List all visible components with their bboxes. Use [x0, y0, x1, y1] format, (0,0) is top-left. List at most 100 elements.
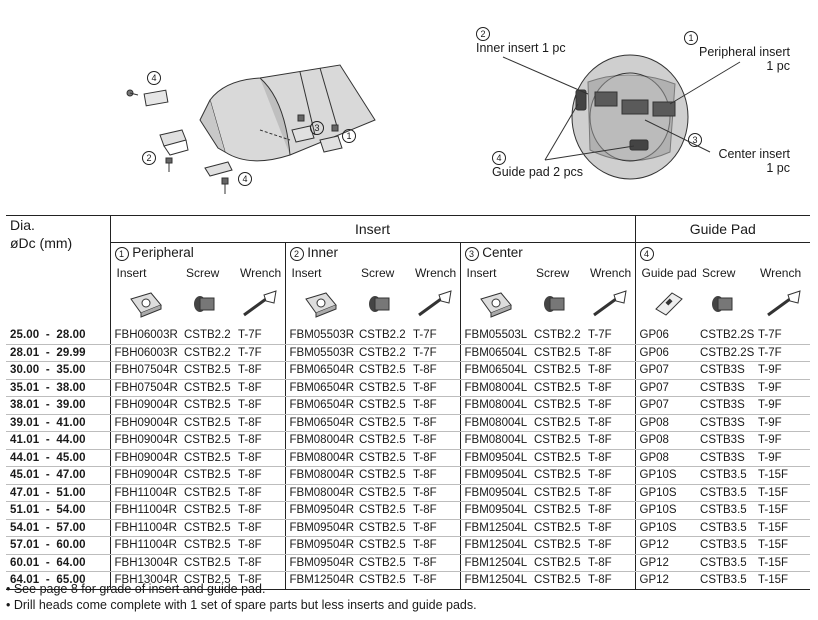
- table-cell: FBM05503R: [284, 327, 355, 345]
- insert-icon: [284, 283, 355, 327]
- table-cell: CSTB3.5: [696, 536, 755, 555]
- table-cell: FBH11004R: [109, 501, 180, 520]
- table-cell: FBM09504R: [284, 536, 355, 555]
- callout-4-top: 4: [147, 70, 161, 85]
- table-cell: T-7F: [409, 327, 460, 345]
- table-cell: CSTB2.2: [180, 344, 234, 362]
- table-cell: CSTB3S: [696, 431, 755, 450]
- table-cell: T-7F: [754, 344, 811, 362]
- table-cell: T-8F: [409, 571, 460, 590]
- table-cell: CSTB3.5: [696, 519, 755, 537]
- diameter-range-cell: 51.01 - 54.00: [6, 501, 110, 520]
- table-cell: T-9F: [754, 361, 811, 380]
- diameter-range-cell: 60.01 - 64.00: [6, 554, 110, 572]
- table-cell: FBH11004R: [109, 536, 180, 555]
- table-cell: T-15F: [754, 466, 811, 485]
- table-cell: T-8F: [234, 519, 285, 537]
- table-cell: FBH09004R: [109, 449, 180, 467]
- table-cell: CSTB2.5: [355, 414, 409, 432]
- table-cell: FBH13004R: [109, 571, 180, 590]
- table-cell: FBM12504L: [459, 519, 530, 537]
- table-cell: GP07: [634, 396, 697, 415]
- table-cell: T-8F: [234, 536, 285, 555]
- group-center: 3 Center: [459, 242, 636, 263]
- table-cell: FBH07504R: [109, 361, 180, 380]
- drill-head-exploded-drawing: [126, 64, 376, 194]
- diameter-range-cell: 45.01 - 47.00: [6, 466, 110, 485]
- table-cell: T-8F: [409, 466, 460, 485]
- table-cell: T-15F: [754, 484, 811, 502]
- table-cell: T-8F: [234, 361, 285, 380]
- diameter-range-cell: 41.01 - 44.00: [6, 431, 110, 450]
- callout-4-bottom: 4: [238, 171, 252, 186]
- table-cell: GP10S: [634, 519, 697, 537]
- sub-header: Screw: [361, 266, 395, 280]
- sub-header: Insert: [459, 263, 530, 283]
- table-cell: FBM12504L: [459, 536, 530, 555]
- footnotes: • See page 8 for grade of insert and gui…: [6, 581, 477, 613]
- callout-center-insert: 3 Center insert 1 pc: [685, 132, 790, 175]
- table-cell: CSTB2.5: [180, 536, 234, 555]
- table-cell: T-8F: [234, 484, 285, 502]
- table-cell: FBM06504R: [284, 361, 355, 380]
- table-cell: CSTB3S: [696, 361, 755, 380]
- table-cell: CSTB2.5: [355, 361, 409, 380]
- table-cell: T-8F: [409, 449, 460, 467]
- insert-header: Insert: [109, 215, 636, 243]
- table-cell: CSTB2.5: [530, 344, 584, 362]
- table-cell: FBM06504R: [284, 379, 355, 397]
- table-cell: T-8F: [409, 431, 460, 450]
- table-cell: CSTB2.5: [530, 571, 584, 590]
- table-cell: CSTB3S: [696, 379, 755, 397]
- diameter-range-cell: 25.00 - 28.00: [6, 327, 110, 345]
- table-cell: T-8F: [234, 379, 285, 397]
- table-cell: FBM08004L: [459, 396, 530, 415]
- table-cell: CSTB2.5: [180, 396, 234, 415]
- table-cell: GP10S: [634, 466, 697, 485]
- table-cell: T-8F: [234, 396, 285, 415]
- wrench-icon: [234, 283, 285, 327]
- table-cell: FBM09504L: [459, 449, 530, 467]
- table-cell: CSTB2.2: [180, 327, 234, 345]
- table-cell: T-8F: [584, 501, 636, 520]
- group-peripheral: 1 Peripheral: [109, 242, 285, 263]
- table-cell: FBH06003R: [109, 327, 180, 345]
- table-cell: T-8F: [584, 466, 636, 485]
- table-cell: T-8F: [234, 554, 285, 572]
- table-cell: CSTB2.2S: [696, 344, 755, 362]
- note-spare-parts: • Drill heads come complete with 1 set o…: [6, 598, 477, 612]
- table-cell: FBM08004L: [459, 431, 530, 450]
- table-cell: FBH09004R: [109, 396, 180, 415]
- table-cell: FBM09504R: [284, 519, 355, 537]
- table-cell: FBM12504R: [284, 571, 355, 590]
- table-cell: FBH13004R: [109, 554, 180, 572]
- table-cell: CSTB2.5: [180, 431, 234, 450]
- table-cell: CSTB2.5: [530, 466, 584, 485]
- table-cell: T-7F: [409, 344, 460, 362]
- table-cell: GP12: [634, 554, 697, 572]
- insert-icon: [109, 283, 180, 327]
- table-cell: CSTB3.5: [696, 501, 755, 520]
- table-cell: GP12: [634, 536, 697, 555]
- table-cell: CSTB2.5: [180, 501, 234, 520]
- drill-front-view-illustration: 2 Inner insert 1 pc 1 Peripheral insert …: [470, 22, 800, 202]
- screw-icon: [530, 283, 584, 327]
- table-cell: FBM06504L: [459, 361, 530, 380]
- table-cell: CSTB2.5: [530, 554, 584, 572]
- table-cell: CSTB3.5: [696, 571, 755, 590]
- table-cell: T-15F: [754, 536, 811, 555]
- table-cell: T-15F: [754, 554, 811, 572]
- table-cell: CSTB2.5: [355, 501, 409, 520]
- screw-icon: [180, 283, 234, 327]
- table-cell: T-8F: [234, 449, 285, 467]
- table-cell: GP10S: [634, 484, 697, 502]
- table-cell: FBH09004R: [109, 431, 180, 450]
- table-cell: CSTB2.5: [355, 466, 409, 485]
- table-cell: FBM12504L: [459, 554, 530, 572]
- table-cell: CSTB2.2: [355, 327, 409, 345]
- table-cell: CSTB2.5: [180, 519, 234, 537]
- table-cell: FBM05503L: [459, 327, 530, 345]
